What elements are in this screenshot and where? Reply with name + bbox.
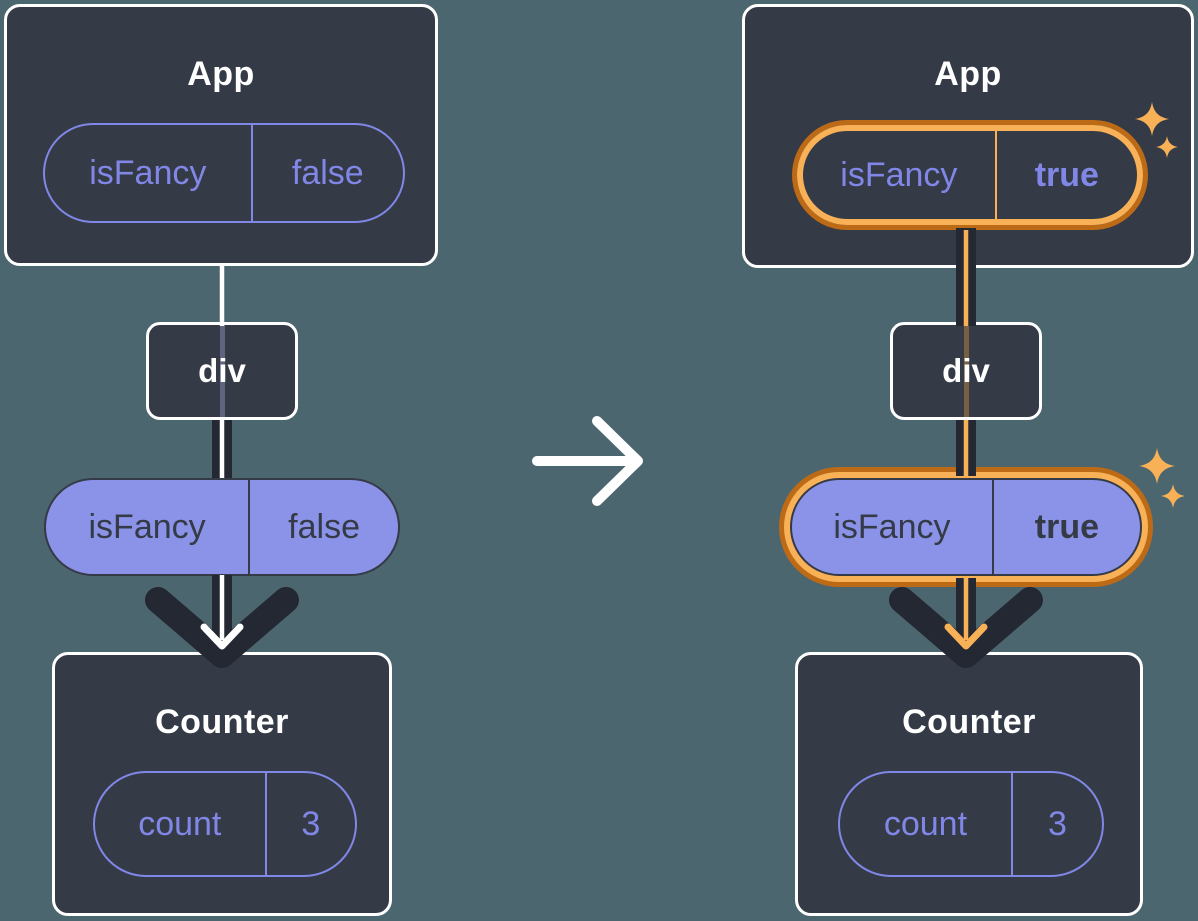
prop-key: isFancy	[792, 480, 994, 574]
sparkle-icon	[1139, 448, 1175, 484]
app-title: App	[934, 55, 1002, 93]
right-arrow-icon	[532, 416, 643, 506]
state-value: 3	[301, 804, 321, 843]
div-label: div	[942, 352, 990, 389]
app-card-before: App isFancy false	[4, 4, 438, 266]
counter-card-after: Counter count 3	[795, 652, 1143, 916]
prop-value: true	[1034, 507, 1100, 546]
prop-value: false	[288, 507, 360, 546]
passed-prop-pill-before: isFancy false	[44, 478, 400, 576]
passed-prop-pill-after: isFancy true	[790, 478, 1142, 576]
orange-arrowhead-icon	[944, 623, 988, 650]
state-key: count	[840, 773, 1013, 875]
state-key: isFancy	[803, 131, 997, 219]
div-label: div	[198, 352, 246, 389]
counter-card-before: Counter count 3	[52, 652, 392, 916]
state-key: isFancy	[45, 125, 253, 221]
div-node-after: div	[890, 322, 1042, 420]
app-state-pill-before: isFancy false	[43, 123, 405, 223]
white-arrowhead-icon	[200, 623, 244, 650]
pass-through-line	[219, 325, 225, 417]
dark-chevron-icon	[889, 587, 1043, 668]
state-value: true	[1034, 155, 1099, 194]
dark-chevron-icon	[145, 587, 299, 668]
app-title: App	[187, 55, 255, 93]
counter-state-pill-before: count 3	[93, 771, 357, 877]
div-node-before: div	[146, 322, 298, 420]
orange-down-arrow-icon	[889, 228, 1043, 668]
counter-title: Counter	[155, 703, 289, 741]
app-card-after: App isFancy true	[742, 4, 1194, 268]
counter-state-pill-after: count 3	[838, 771, 1104, 877]
state-value: 3	[1047, 804, 1067, 843]
app-state-pill-after: isFancy true	[797, 125, 1143, 225]
sparkle-icon	[1161, 484, 1185, 508]
state-key: count	[95, 773, 267, 875]
pass-through-line	[963, 325, 969, 417]
prop-key: isFancy	[46, 480, 251, 574]
state-value: false	[291, 153, 364, 192]
counter-title: Counter	[902, 703, 1036, 741]
